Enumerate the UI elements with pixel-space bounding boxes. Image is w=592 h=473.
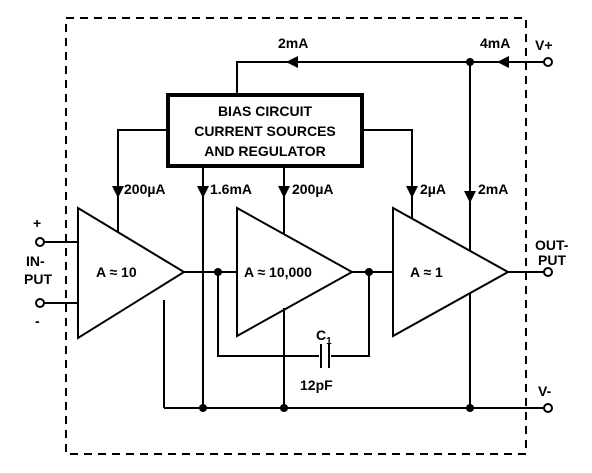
vminus-terminal[interactable] bbox=[543, 403, 553, 413]
top-supply-rail bbox=[236, 61, 548, 95]
amplifier-stage3 bbox=[392, 206, 511, 338]
arrow-right-2ma bbox=[464, 191, 476, 203]
input-minus-label: - bbox=[35, 313, 40, 329]
bias-feed-stage3 bbox=[362, 129, 413, 222]
arrow-200ua-stage2 bbox=[278, 186, 290, 198]
junction-bottom-3 bbox=[466, 404, 474, 412]
bias-label-line2: CURRENT SOURCES bbox=[194, 123, 336, 139]
chip-boundary bbox=[65, 17, 527, 455]
current-stage2-right-label: 200µA bbox=[292, 181, 334, 197]
current-stage3-label: 2µA bbox=[420, 181, 446, 197]
input-label-line2: PUT bbox=[24, 271, 52, 287]
current-right-label: 2mA bbox=[478, 181, 508, 197]
junction-bottom-2 bbox=[280, 404, 288, 412]
arrow-vplus-4ma bbox=[497, 56, 509, 68]
vplus-terminal[interactable] bbox=[543, 57, 553, 67]
supply-current-label: 4mA bbox=[480, 35, 510, 51]
junction-bottom-1 bbox=[199, 404, 207, 412]
top-current-label: 2mA bbox=[278, 35, 308, 51]
output-label-line1: OUT- bbox=[535, 237, 569, 253]
cap-sub-label: 1 bbox=[326, 336, 332, 347]
arrow-top-2ma bbox=[286, 56, 298, 68]
amp3-gain-label: A ≈ 1 bbox=[410, 264, 443, 280]
current-stage2-left-label: 1.6mA bbox=[210, 181, 252, 197]
cap-name-label: C1 bbox=[316, 327, 332, 347]
amp2-gain-label: A ≈ 10,000 bbox=[244, 264, 312, 280]
input-plus-label: + bbox=[33, 215, 41, 231]
amplifier-stage1 bbox=[77, 206, 186, 340]
amplifier-stage2 bbox=[236, 206, 355, 338]
vplus-label: V+ bbox=[535, 37, 553, 53]
cap-right-wire bbox=[331, 272, 370, 357]
bias-label-line3: AND REGULATOR bbox=[204, 143, 326, 159]
arrow-1p6ma bbox=[197, 186, 209, 198]
input-minus-terminal[interactable] bbox=[35, 298, 45, 308]
input-plus-terminal[interactable] bbox=[35, 237, 45, 247]
vminus-label: V- bbox=[538, 383, 552, 399]
junction-stage2-output bbox=[365, 268, 373, 276]
output-terminal[interactable] bbox=[543, 267, 553, 277]
amp1-gain-label: A ≈ 10 bbox=[96, 264, 137, 280]
bias-circuit-box bbox=[166, 93, 364, 168]
arrow-200ua-stage1 bbox=[112, 186, 124, 198]
arrow-2ua-stage3 bbox=[406, 186, 418, 198]
current-stage1-label: 200µA bbox=[124, 181, 166, 197]
input-label-line1: IN- bbox=[26, 253, 45, 269]
output-label-line2: PUT bbox=[538, 252, 566, 268]
cap-value-label: 12pF bbox=[300, 377, 333, 393]
bias-label-line1: BIAS CIRCUIT bbox=[218, 103, 313, 119]
cap-left-wire bbox=[217, 272, 319, 357]
